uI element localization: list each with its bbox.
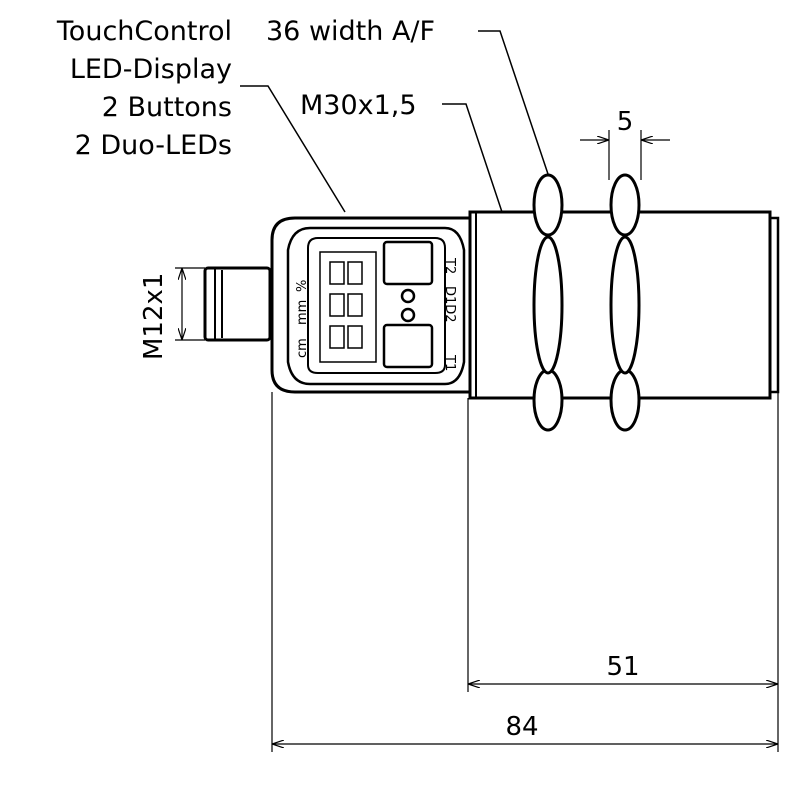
button-t2-label: T2 <box>442 257 457 274</box>
svg-text:M12x1: M12x1 <box>139 273 169 360</box>
m12-dimension: M12x1 <box>139 267 205 360</box>
thread-length-dimension: 51 <box>468 652 778 684</box>
width-af-label: 36 width A/F <box>266 16 435 47</box>
seven-segment-digits <box>329 261 363 349</box>
touchcontrol-leader <box>240 85 346 213</box>
svg-text:LED-Display: LED-Display <box>70 54 232 85</box>
svg-text:5: 5 <box>617 107 634 137</box>
unit-cm: cm <box>295 338 310 358</box>
touchcontrol-label: TouchControl LED-Display 2 Buttons 2 Duo… <box>56 16 232 161</box>
unit-mm: mm <box>295 300 310 325</box>
svg-text:2 Duo-LEDs: 2 Duo-LEDs <box>75 130 232 161</box>
width-af-leader <box>478 30 551 181</box>
display-housing <box>270 216 472 394</box>
thread-label: M30x1,5 <box>300 90 417 121</box>
total-length-dimension: 84 <box>272 712 778 744</box>
nut-right <box>609 173 641 432</box>
thread-leader <box>442 103 503 213</box>
svg-text:84: 84 <box>505 712 538 742</box>
unit-percent: % <box>295 280 310 292</box>
nut-left <box>532 173 564 432</box>
nut-gap-dimension: 5 <box>580 107 670 180</box>
svg-text:TouchControl: TouchControl <box>56 16 232 47</box>
svg-text:51: 51 <box>606 652 639 682</box>
led-label: D1D2 <box>442 286 457 323</box>
svg-text:2 Buttons: 2 Buttons <box>102 92 232 123</box>
button-t1-label: T1 <box>442 354 457 371</box>
m12-connector <box>203 266 272 342</box>
